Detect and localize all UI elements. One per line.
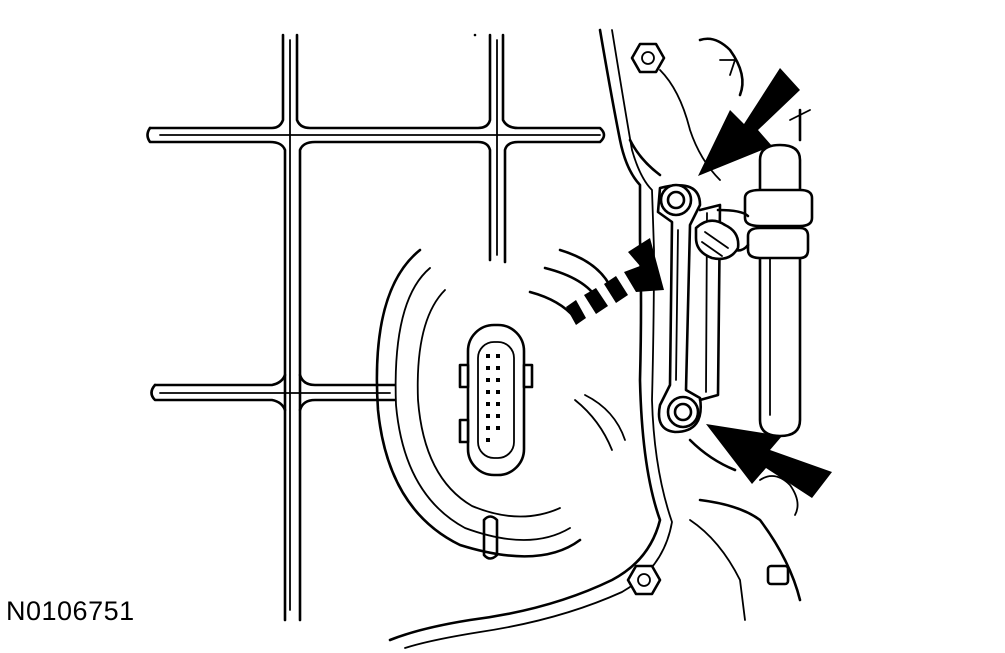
wire-harness — [694, 143, 814, 438]
arrow-bracket-dashed — [566, 238, 664, 325]
arrow-lower-bolt — [706, 424, 832, 498]
connector-pins — [486, 354, 500, 442]
casting-outline — [388, 28, 811, 649]
case-nut-top — [630, 42, 666, 74]
casting-ribs — [146, 33, 606, 622]
figure-id-label: N0106751 — [6, 596, 135, 626]
upper-bolt — [659, 183, 693, 217]
arrow-upper-bolt — [698, 68, 800, 176]
case-nut-bottom — [626, 564, 662, 596]
retaining-bracket — [656, 184, 722, 434]
case-plug-bottom-right — [766, 564, 790, 586]
electrical-connector — [458, 323, 534, 477]
lower-bolt — [666, 395, 700, 429]
